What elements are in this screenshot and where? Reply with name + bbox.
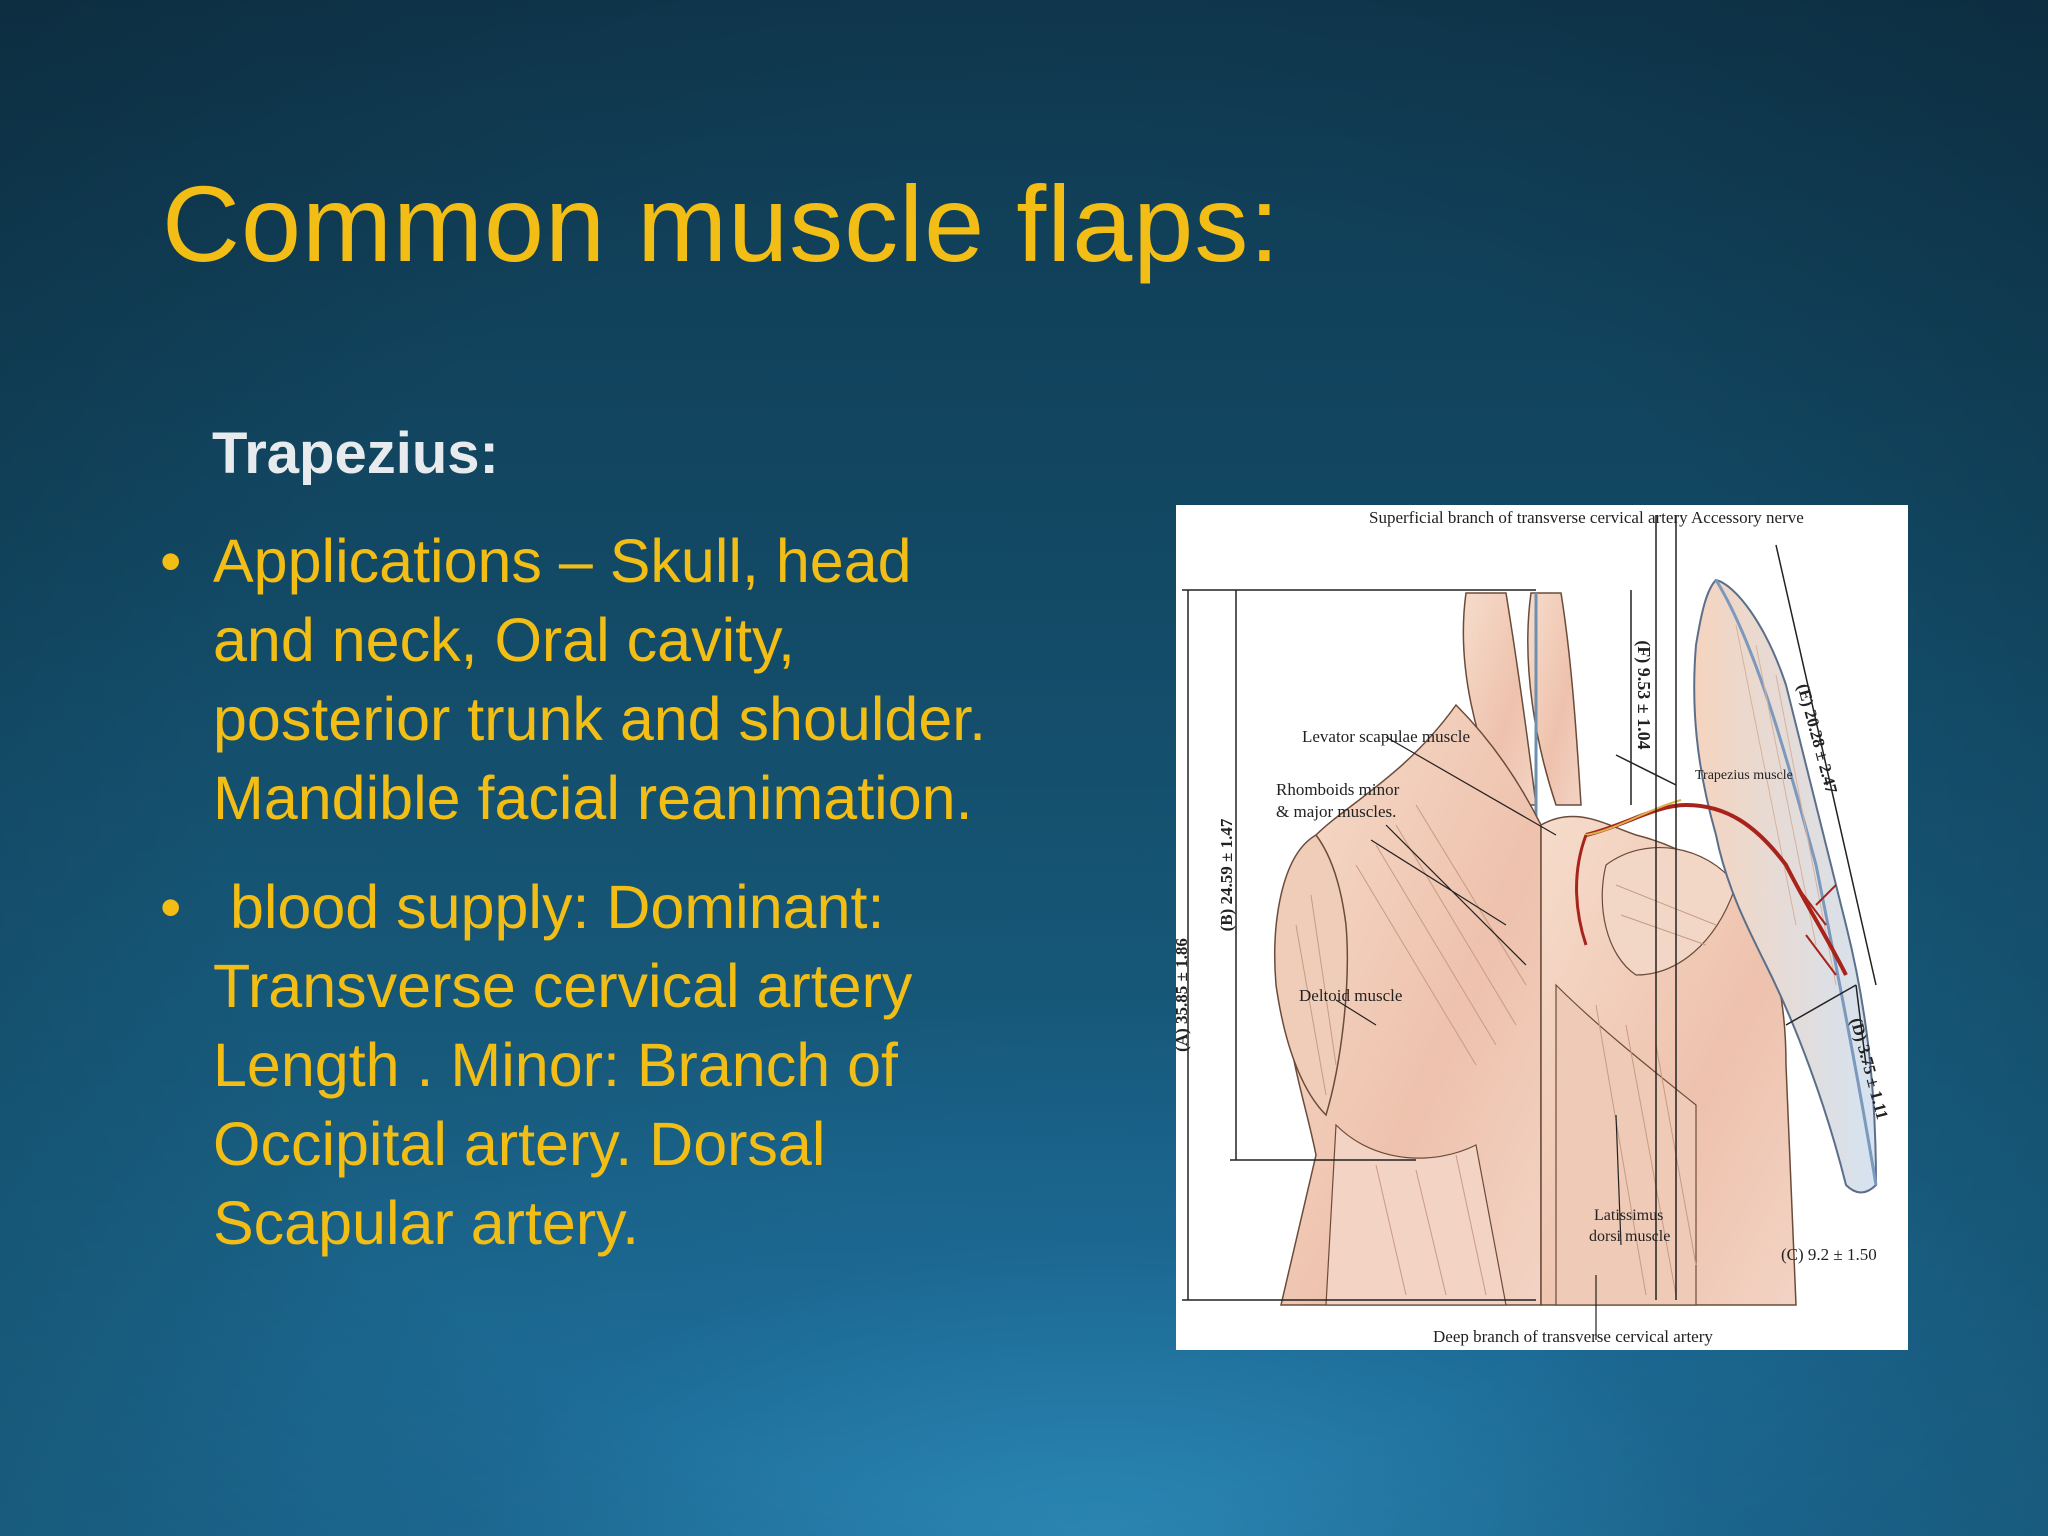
label-trapezius: Trapezius muscle bbox=[1695, 768, 1793, 783]
artery-paths bbox=[1575, 799, 1848, 976]
dimension-f: (F) 9.53 ± 1.04 bbox=[1633, 640, 1654, 749]
anatomy-figure: Superficial branch of transverse cervica… bbox=[1176, 505, 1908, 1350]
leader-lines bbox=[1335, 736, 1622, 1340]
bullet-marker: • bbox=[160, 873, 182, 941]
label-rhomboids: Rhomboids minor bbox=[1276, 780, 1400, 799]
trapezius-anatomy-illustration: Superficial branch of transverse cervica… bbox=[1176, 508, 1892, 1346]
dimension-c: (C) 9.2 ± 1.50 bbox=[1781, 1245, 1877, 1264]
label-deep-branch: Deep branch of transverse cervical arter… bbox=[1433, 1327, 1713, 1346]
label-latissimus-2: dorsi muscle bbox=[1589, 1228, 1670, 1245]
bullet-text: blood supply: Dominant: Transverse cervi… bbox=[213, 873, 930, 1257]
right-back-muscles bbox=[1540, 815, 1797, 1306]
bullet-marker: • bbox=[160, 527, 182, 595]
dimension-a: (A) 35.85 ± 1.86 bbox=[1176, 938, 1191, 1052]
dimension-lines bbox=[1182, 515, 1877, 1301]
label-latissimus: Latissimus bbox=[1594, 1207, 1663, 1224]
slide-title: Common muscle flaps: bbox=[162, 163, 1281, 284]
label-accessory-nerve: Accessory nerve bbox=[1691, 508, 1804, 527]
bullet-item: • Applications – Skull, head and neck, O… bbox=[160, 522, 1000, 838]
trapezius-flap bbox=[1693, 578, 1878, 1194]
label-superficial-branch: Superficial branch of transverse cervica… bbox=[1369, 508, 1688, 527]
left-back-muscles bbox=[1274, 703, 1542, 1306]
dimension-b: (B) 24.59 ± 1.47 bbox=[1217, 818, 1236, 931]
label-levator-scapulae: Levator scapulae muscle bbox=[1302, 727, 1470, 746]
bullet-item: • blood supply: Dominant: Transverse cer… bbox=[160, 868, 1000, 1263]
label-rhomboids-2: & major muscles. bbox=[1276, 802, 1396, 821]
section-heading: Trapezius: bbox=[212, 421, 499, 486]
label-deltoid: Deltoid muscle bbox=[1299, 986, 1402, 1005]
bullet-list: • Applications – Skull, head and neck, O… bbox=[160, 522, 1000, 1293]
bullet-text: Applications – Skull, head and neck, Ora… bbox=[213, 527, 987, 832]
